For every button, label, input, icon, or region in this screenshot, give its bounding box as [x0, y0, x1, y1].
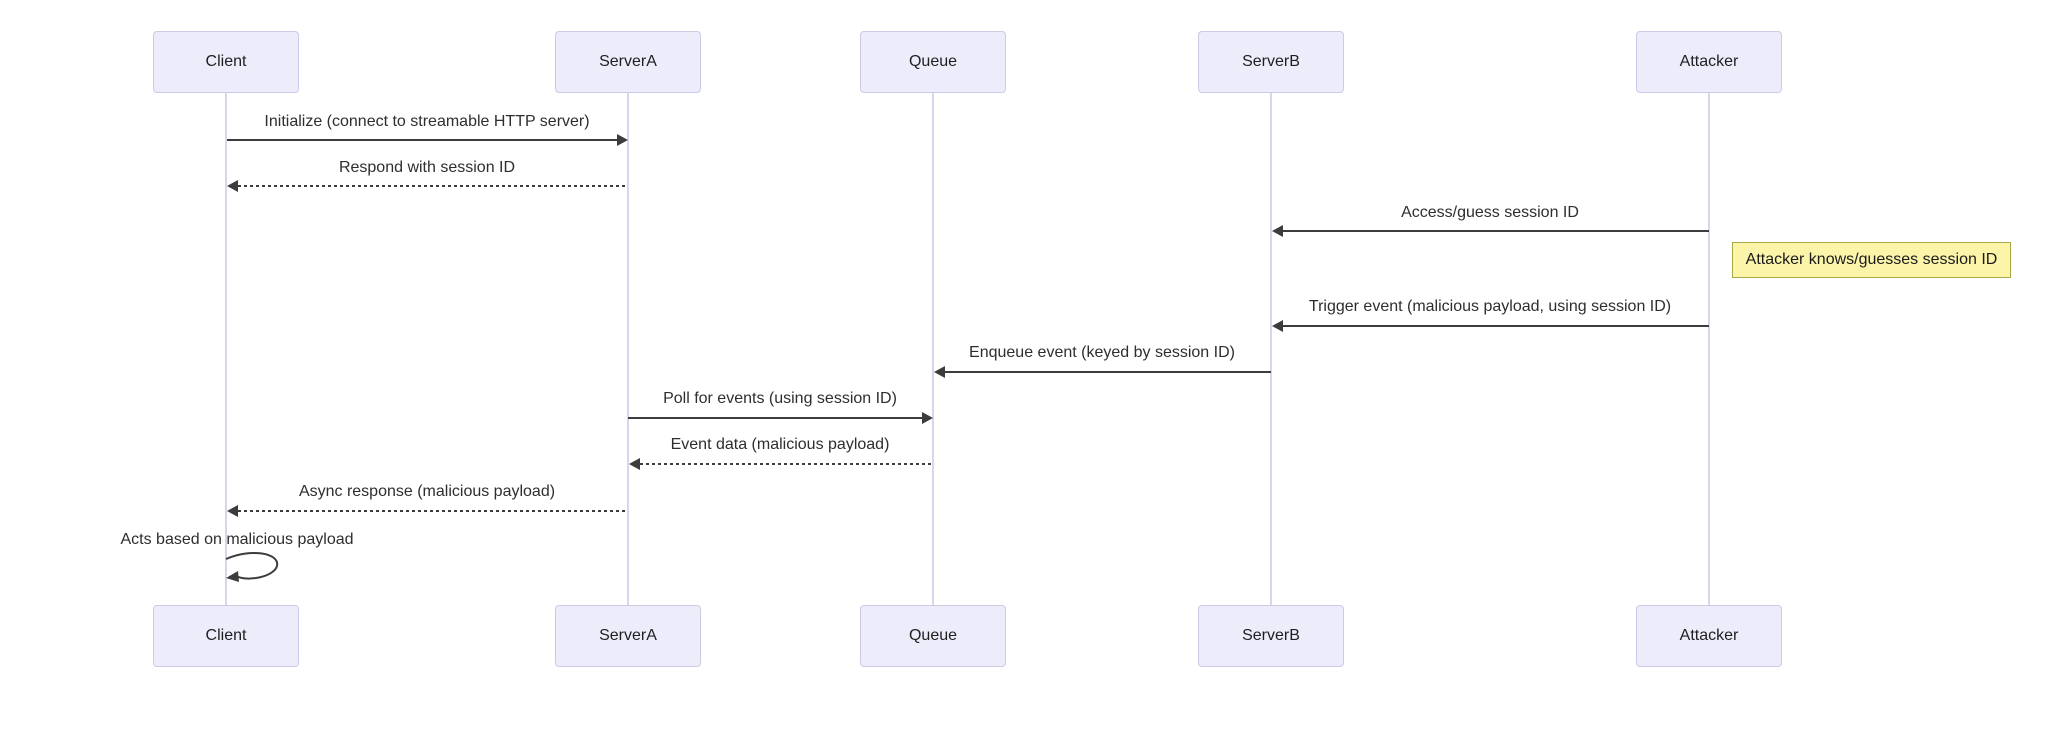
actor-attacker-bottom: Attacker [1636, 605, 1782, 667]
message-label: Acts based on malicious payload [120, 531, 354, 548]
actor-label: Client [205, 53, 247, 70]
message-line [238, 185, 628, 187]
actor-label: Queue [908, 627, 958, 644]
actor-client-top: Client [153, 31, 299, 93]
message-line [1283, 325, 1709, 327]
arrowhead-right-icon [617, 134, 628, 146]
message-label: Initialize (connect to streamable HTTP s… [264, 113, 590, 130]
message-line [640, 463, 932, 465]
arrowhead-left-icon [629, 458, 640, 470]
actor-serverb-bottom: ServerB [1198, 605, 1344, 667]
actor-servera-top: ServerA [555, 31, 701, 93]
message-line [1283, 230, 1709, 232]
lifeline-servera [627, 93, 629, 605]
lifeline-attacker [1708, 93, 1710, 605]
message-label: Poll for events (using session ID) [663, 390, 897, 407]
actor-label: Attacker [1679, 53, 1739, 70]
arrowhead-right-icon [922, 412, 933, 424]
actor-queue-bottom: Queue [860, 605, 1006, 667]
message-label: Trigger event (malicious payload, using … [1308, 298, 1672, 315]
message-label: Enqueue event (keyed by session ID) [969, 344, 1235, 361]
arrowhead-left-icon [1272, 225, 1283, 237]
lifeline-queue [932, 93, 934, 605]
message-line [238, 510, 628, 512]
self-loop-arrow-icon [225, 552, 279, 582]
arrowhead-left-icon [1272, 320, 1283, 332]
actor-label: Client [205, 627, 247, 644]
actor-serverb-top: ServerB [1198, 31, 1344, 93]
actor-label: ServerA [599, 53, 657, 70]
note: Attacker knows/guesses session ID [1732, 242, 2011, 278]
arrowhead-left-icon [227, 180, 238, 192]
actor-label: ServerB [1242, 53, 1300, 70]
arrowhead-left-icon [227, 505, 238, 517]
actor-label: ServerA [599, 627, 657, 644]
message-label: Event data (malicious payload) [670, 436, 890, 453]
message-label: Access/guess session ID [1401, 204, 1579, 221]
message-label: Async response (malicious payload) [298, 483, 556, 500]
actor-servera-bottom: ServerA [555, 605, 701, 667]
message-line [945, 371, 1271, 373]
actor-label: Attacker [1679, 627, 1739, 644]
arrowhead-left-icon [934, 366, 945, 378]
lifeline-client [225, 93, 227, 605]
message-line [628, 417, 922, 419]
actor-client-bottom: Client [153, 605, 299, 667]
actor-queue-top: Queue [860, 31, 1006, 93]
actor-label: Queue [908, 53, 958, 70]
actor-label: ServerB [1242, 627, 1300, 644]
lifeline-serverb [1270, 93, 1272, 605]
actor-attacker-top: Attacker [1636, 31, 1782, 93]
note-text: Attacker knows/guesses session ID [1745, 251, 1998, 268]
message-line [227, 139, 617, 141]
message-label: Respond with session ID [338, 159, 516, 176]
